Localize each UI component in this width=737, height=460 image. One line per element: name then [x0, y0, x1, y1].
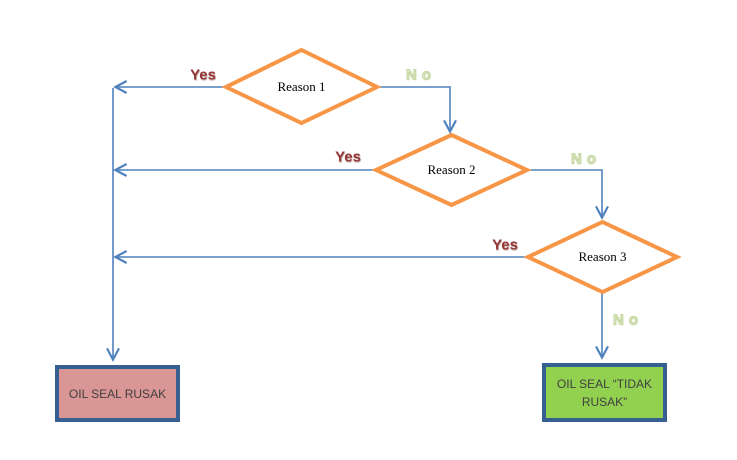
yes-label-reason-2: Yes: [335, 148, 361, 166]
outcome-box-oil-seal-tidak-rusak: OIL SEAL “TIDAK RUSAK”: [542, 363, 667, 422]
decision-diamond-reason-3: [523, 219, 682, 295]
no-label-reason-2: No: [571, 150, 601, 168]
no-label-reason-1: No: [406, 66, 436, 84]
outcome-label-oil-seal-tidak-rusak: OIL SEAL “TIDAK RUSAK”: [556, 376, 653, 409]
outcome-box-oil-seal-rusak: OIL SEAL RUSAK: [55, 365, 180, 422]
no-arrow-reason-2: [527, 169, 602, 217]
no-label-reason-3: No: [613, 311, 643, 329]
outcome-label-oil-seal-rusak: OIL SEAL RUSAK: [68, 386, 167, 401]
decision-diamond-reason-1: [221, 47, 382, 126]
yes-label-reason-1: Yes: [190, 66, 216, 84]
no-arrow-reason-1: [377, 86, 450, 131]
yes-label-reason-3: Yes: [492, 236, 518, 254]
decision-diamond-reason-2: [371, 132, 532, 208]
